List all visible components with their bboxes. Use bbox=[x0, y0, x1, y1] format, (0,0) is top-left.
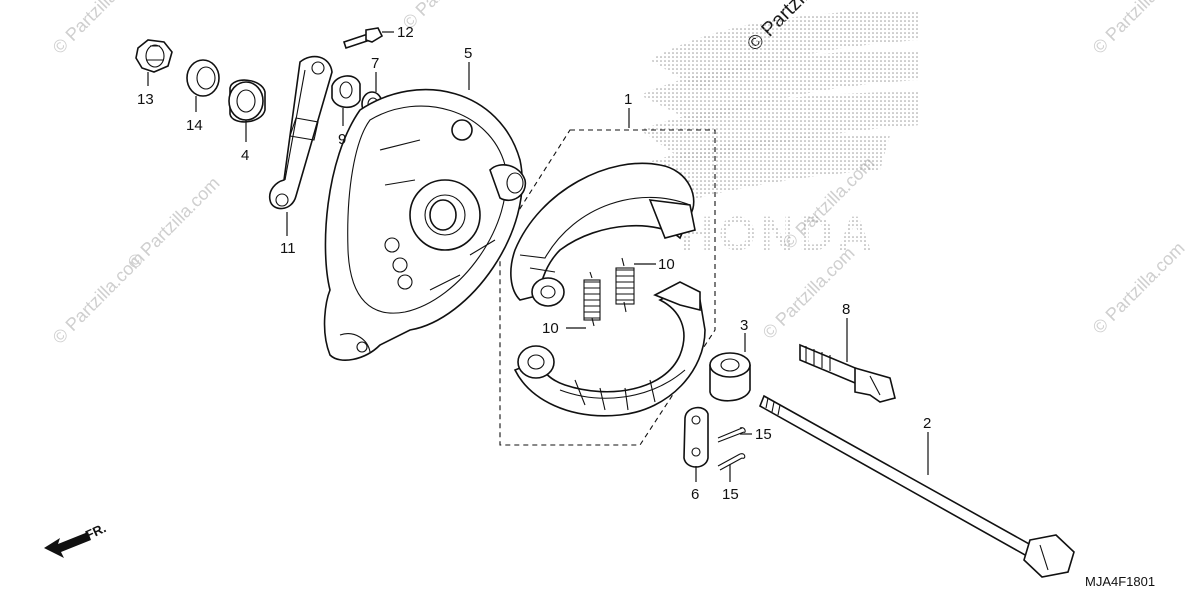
drawing-code: MJA4F1801 bbox=[1085, 574, 1155, 589]
callout-3[interactable]: 3 bbox=[740, 317, 748, 352]
callout-8[interactable]: 8 bbox=[842, 301, 850, 362]
callout-13[interactable]: 13 bbox=[137, 72, 154, 108]
brake-panel-part bbox=[323, 88, 527, 361]
front-indicator-label: FR. bbox=[83, 520, 108, 542]
watermark-text: © Partzilla.com bbox=[1089, 0, 1189, 58]
cotter-pin-upper bbox=[717, 427, 746, 443]
svg-text:14: 14 bbox=[186, 117, 203, 134]
shoe-set-box bbox=[499, 129, 716, 446]
washer-part bbox=[186, 59, 220, 97]
bolt-part bbox=[342, 27, 384, 50]
brake-cam-part bbox=[799, 343, 896, 403]
svg-text:4: 4 bbox=[241, 147, 249, 164]
svg-text:12: 12 bbox=[397, 24, 414, 41]
callout-15-upper[interactable]: 15 bbox=[740, 426, 772, 443]
shoe-spring-left bbox=[583, 271, 601, 327]
svg-text:7: 7 bbox=[371, 55, 379, 72]
callout-5[interactable]: 5 bbox=[464, 45, 472, 90]
svg-text:2: 2 bbox=[923, 415, 931, 432]
svg-text:10: 10 bbox=[542, 320, 559, 337]
callouts: 1 2 3 4 5 6 7 8 bbox=[137, 24, 931, 503]
callout-12[interactable]: 12 bbox=[382, 24, 414, 41]
cotter-pin-lower bbox=[717, 453, 746, 471]
spacer-collar-part bbox=[709, 352, 751, 402]
svg-text:15: 15 bbox=[755, 426, 772, 443]
callout-2[interactable]: 2 bbox=[923, 415, 931, 475]
brake-shoe-lower bbox=[513, 281, 706, 417]
svg-text:9: 9 bbox=[338, 131, 346, 148]
honda-wing-logo: HONDA bbox=[640, 10, 920, 261]
axle-part bbox=[758, 394, 1075, 578]
callout-11[interactable]: 11 bbox=[280, 212, 296, 257]
bearing-part bbox=[228, 79, 266, 123]
callout-6[interactable]: 6 bbox=[691, 466, 699, 503]
axle-plate-part bbox=[683, 406, 709, 468]
callout-10-lower[interactable]: 10 bbox=[542, 320, 586, 337]
nut-part bbox=[135, 39, 173, 73]
brake-shoe-upper bbox=[510, 162, 696, 307]
wear-indicator-part bbox=[331, 75, 361, 109]
shoe-spring-right bbox=[615, 257, 635, 313]
callout-9[interactable]: 9 bbox=[338, 108, 346, 148]
callout-14[interactable]: 14 bbox=[186, 96, 203, 134]
svg-text:3: 3 bbox=[740, 317, 748, 334]
svg-text:1: 1 bbox=[624, 91, 632, 108]
watermark-text: © Partzilla.com bbox=[124, 173, 224, 273]
honda-logo-text: HONDA bbox=[680, 208, 876, 261]
svg-text:15: 15 bbox=[722, 486, 739, 503]
front-direction-arrow: FR. bbox=[44, 520, 108, 558]
svg-text:6: 6 bbox=[691, 486, 699, 503]
svg-text:8: 8 bbox=[842, 301, 850, 318]
svg-text:13: 13 bbox=[137, 91, 154, 108]
callout-10-upper[interactable]: 10 bbox=[634, 256, 675, 273]
callout-4[interactable]: 4 bbox=[241, 120, 249, 164]
watermark-text: © Partzilla.com bbox=[1089, 238, 1189, 338]
callout-15-lower[interactable]: 15 bbox=[722, 464, 739, 503]
svg-text:10: 10 bbox=[658, 256, 675, 273]
svg-text:5: 5 bbox=[464, 45, 472, 62]
watermark-text: © Partzilla.com bbox=[49, 0, 149, 58]
brake-arm-part bbox=[268, 55, 333, 210]
callout-7[interactable]: 7 bbox=[371, 55, 379, 92]
svg-text:11: 11 bbox=[280, 240, 296, 257]
callout-1[interactable]: 1 bbox=[624, 91, 632, 128]
